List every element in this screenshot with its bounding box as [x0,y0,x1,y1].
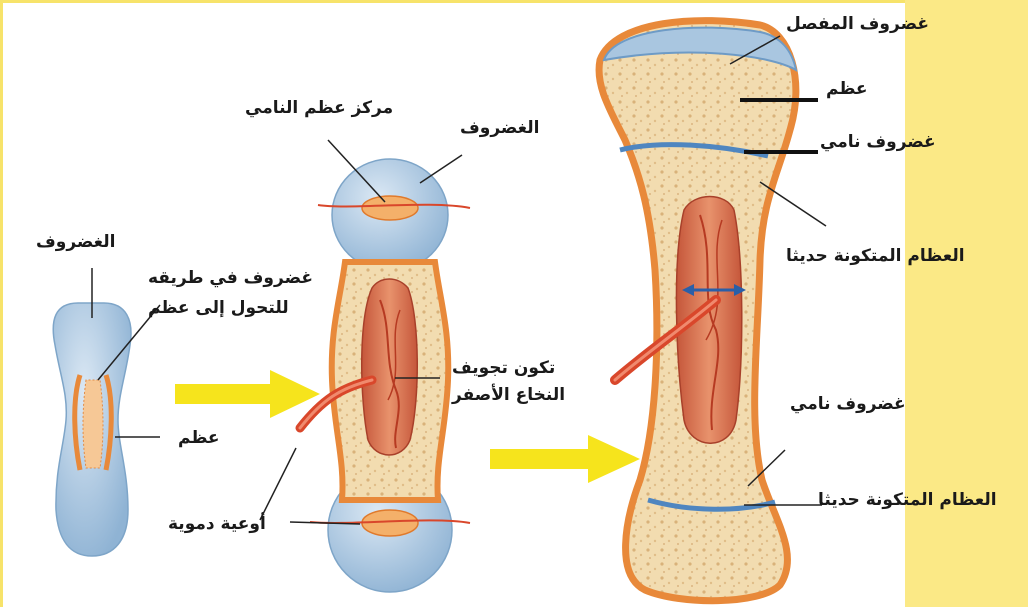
top-ossification-center [362,196,418,220]
label-cartilage-left: الغضروف [36,230,115,255]
mature-bone [599,21,826,601]
progress-arrow-2 [490,435,640,483]
leader-blood-vessels-a [260,448,296,520]
developing-bone [260,140,470,592]
label-cartilage-turning-1: غضروف في طريقه [148,266,313,291]
label-articular-cartilage: غضروف المفصل [786,12,929,37]
label-marrow-cavity-1: تكون تجويف [452,356,555,381]
label-cartilage-middle: الغضروف [460,116,539,141]
label-ossification-center: مركز عظم النامي [245,96,393,121]
leader-cartilage-middle [420,155,462,183]
label-growth-cartilage-bottom: غضروف نامي [790,392,906,417]
progress-arrow-1 [175,370,320,418]
label-cartilage-turning-2: للتحول إلى عظم [148,296,289,321]
label-new-bone-top: العظام المتكونة حديثا [786,244,965,269]
cartilage-model-bone [53,268,160,556]
label-new-bone-bottom: العظام المتكونة حديثا [818,488,997,513]
label-blood-vessels: أوعية دموية [168,512,266,537]
label-growth-cartilage-top: غضروف نامي [820,130,936,155]
label-bone-left: عظم [178,426,220,451]
calcified-cartilage-zone [83,380,103,468]
label-marrow-cavity-2: النخاع الأصفر [452,383,565,408]
label-bone-right: عظم [826,77,868,102]
